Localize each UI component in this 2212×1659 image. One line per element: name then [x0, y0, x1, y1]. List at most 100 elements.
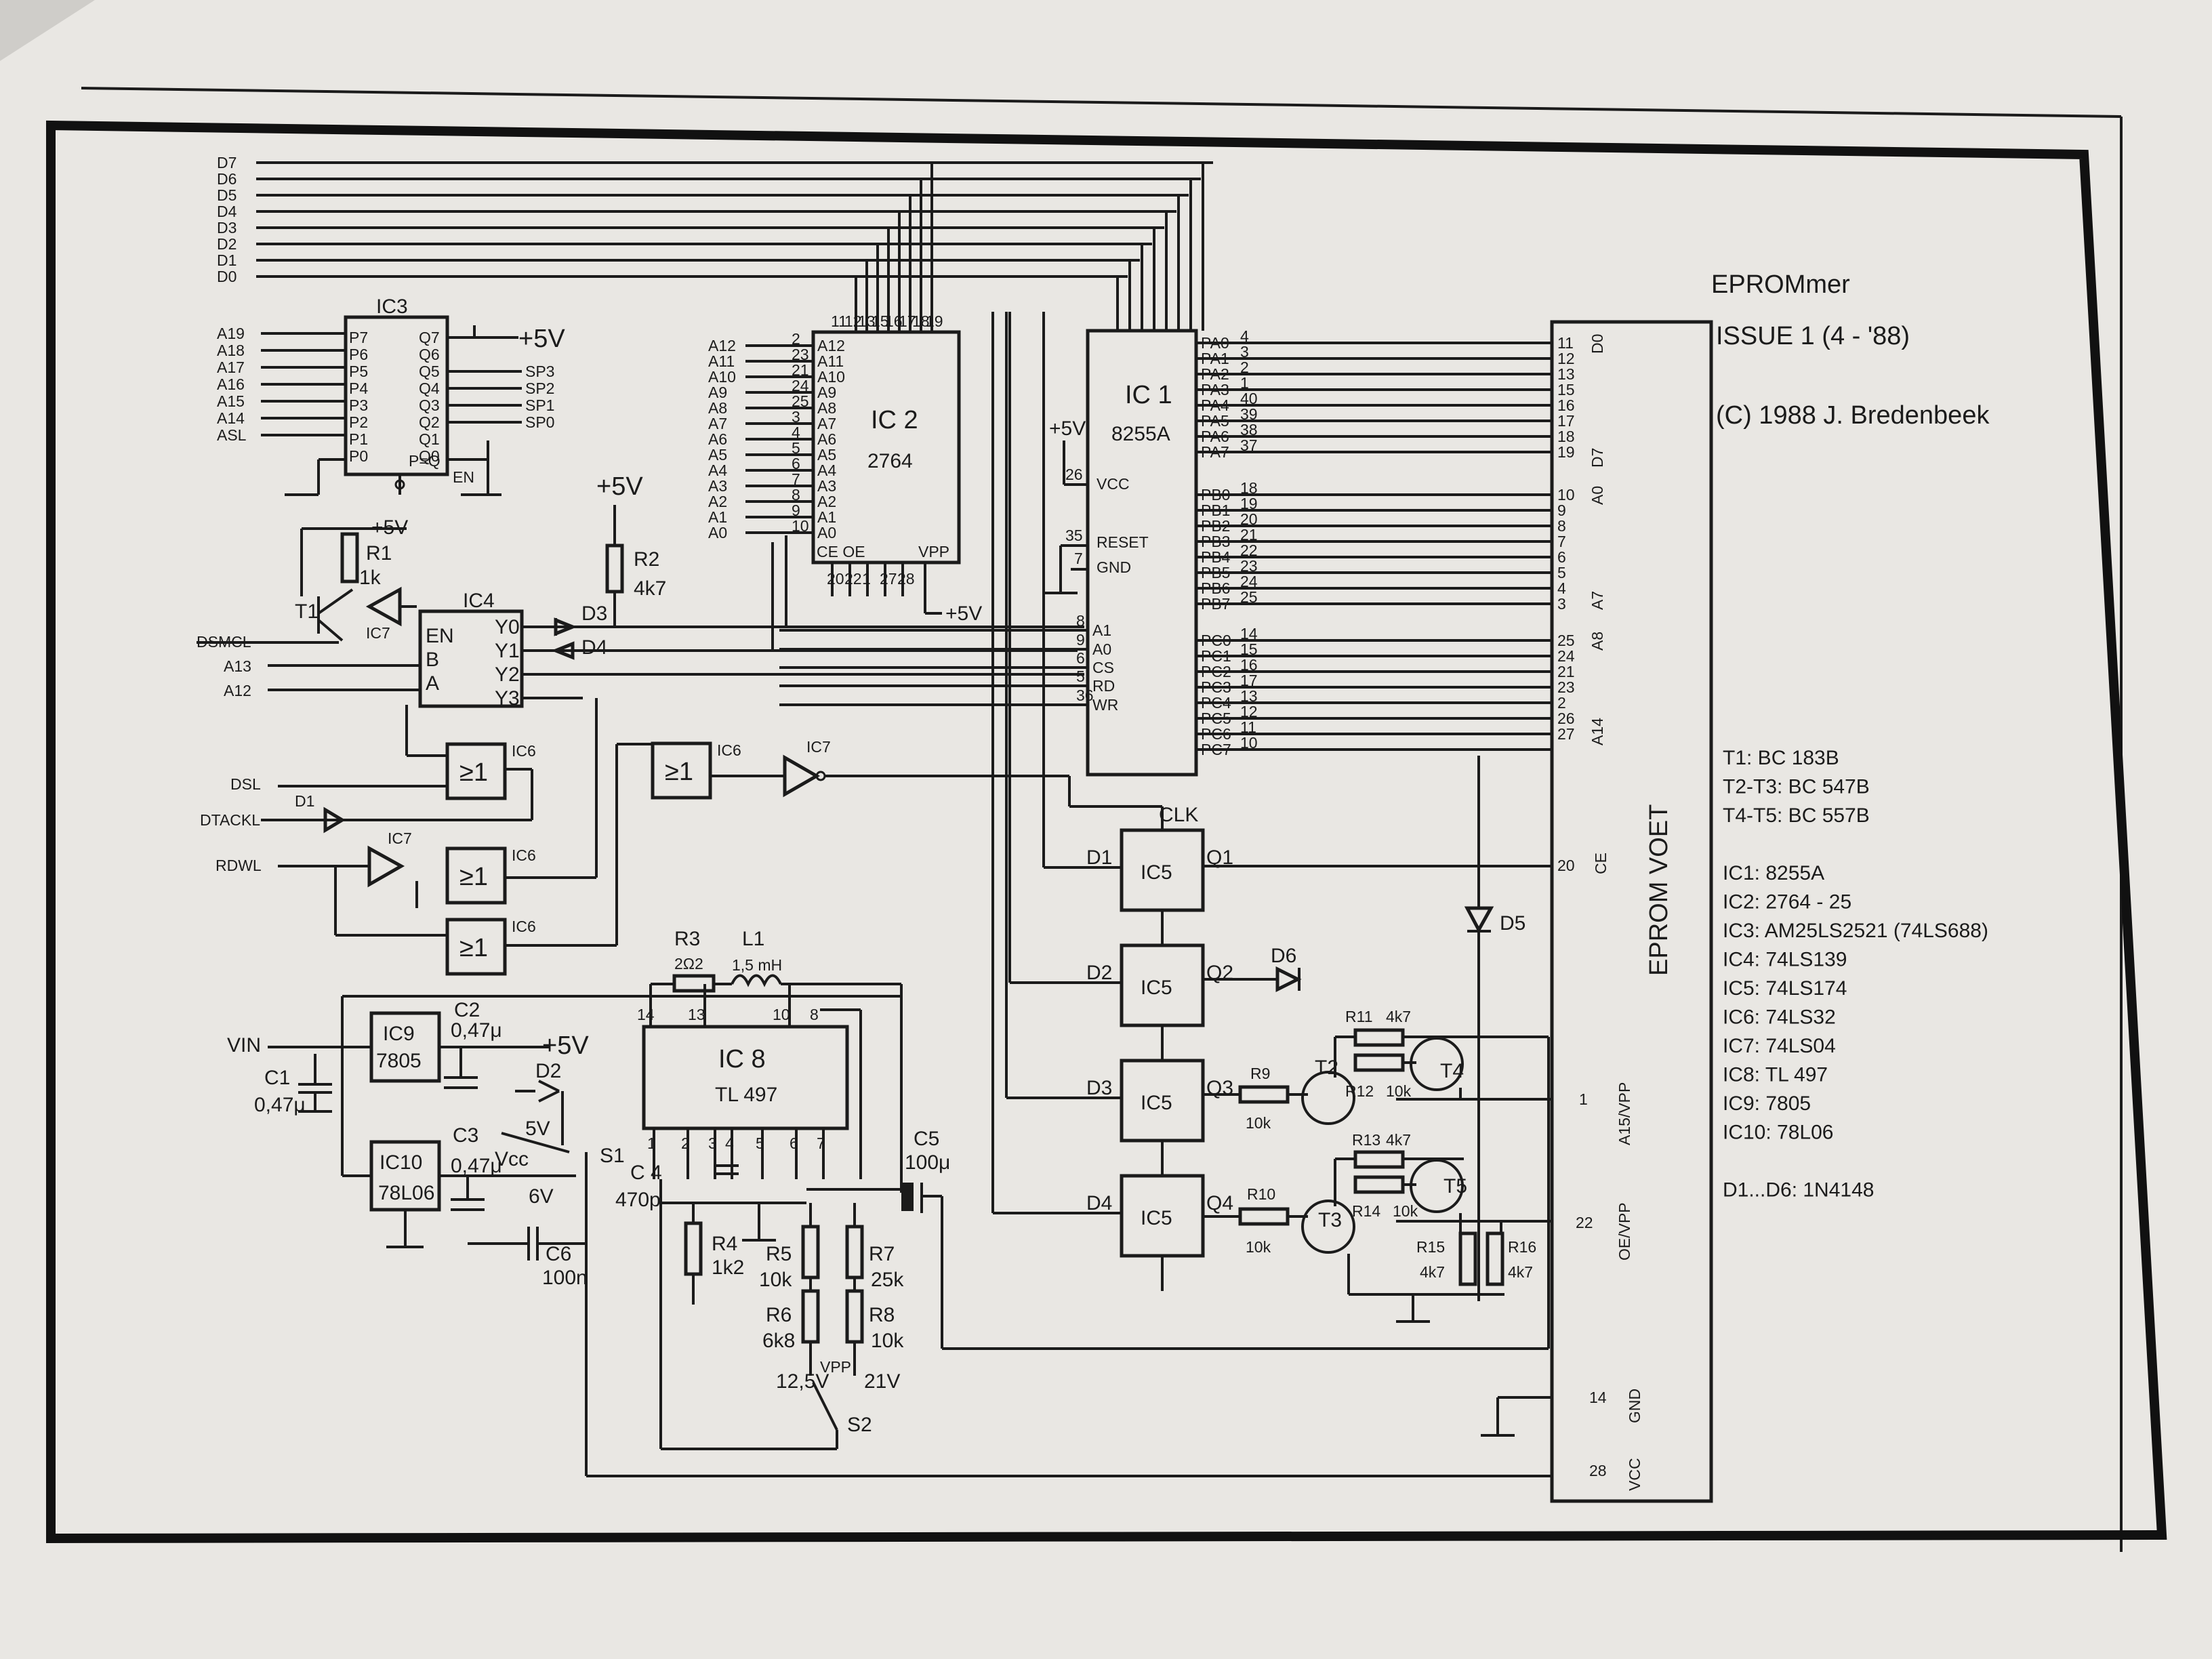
c1-value: 0,47μ: [254, 1094, 306, 1116]
r4-value: 1k2: [712, 1256, 744, 1279]
c3-value: 0,47μ: [451, 1155, 502, 1177]
c4-value: 470p: [615, 1189, 661, 1211]
ic2-addr-pin: 21: [792, 361, 809, 379]
ic2-addr-label: A11: [708, 352, 735, 370]
ic2-addr-pin: 25: [792, 392, 809, 410]
ic2-addr-label: A10: [708, 368, 736, 386]
socket-ce-pin: 20: [1557, 857, 1575, 874]
ic1-vcc-label: VCC: [1097, 475, 1130, 493]
t2-transistor: [1301, 1071, 1355, 1125]
r13-value: 4k7: [1386, 1131, 1411, 1149]
socket-oe-pin: 22: [1576, 1214, 1593, 1231]
ic2-addr-pin: 23: [792, 346, 809, 363]
s2-switch: [812, 1382, 838, 1431]
ic1-label: IC 1: [1125, 381, 1172, 409]
ic3-q-pin: Q4: [419, 380, 440, 397]
parts-list-item: IC9: 7805: [1723, 1092, 1811, 1115]
ic1-ctl-label: CS: [1092, 659, 1114, 676]
s1-6v-label: 6V: [529, 1185, 554, 1208]
r5-label: R5: [766, 1243, 792, 1265]
ic1-ctl-label: WR: [1092, 696, 1118, 714]
eprom-socket-box: [1550, 320, 1713, 1503]
data-bus-label-d0: D0: [217, 268, 237, 285]
ic3-box: [344, 315, 449, 476]
ic3-q-pin: Q1: [419, 430, 440, 448]
ic2-addr-label: A5: [708, 446, 727, 464]
c2-label: C2: [454, 999, 480, 1021]
r12-value: 10k: [1386, 1082, 1412, 1100]
ic5-q-label: Q2: [1206, 962, 1233, 984]
r13-label: R13: [1352, 1131, 1380, 1149]
c6-value: 100n: [542, 1267, 588, 1289]
ic8-top-pin: 8: [810, 1006, 819, 1023]
ic3-input-label: A19: [217, 325, 245, 342]
t1-label: T1: [295, 600, 319, 623]
r11-value: 4k7: [1386, 1008, 1411, 1025]
eprom-socket-label: EPROM VOET: [1645, 804, 1673, 976]
ic2-addr-inner: A11: [817, 352, 844, 370]
dtackl-label: DTACKL: [200, 811, 260, 829]
socket-a7-label: A7: [1589, 591, 1606, 610]
ic2-addr-label: A9: [708, 384, 727, 401]
data-bus-label-d2: D2: [217, 235, 237, 253]
ic2-data-pin: 16: [885, 312, 903, 330]
t4-label: T4: [1440, 1060, 1464, 1082]
r9-value: 10k: [1246, 1114, 1271, 1132]
paper-corner: [0, 0, 95, 61]
socket-pin: 5: [1557, 564, 1566, 581]
ic3-q-pin: Q2: [419, 413, 440, 431]
d3-label: D3: [581, 602, 607, 625]
ic4-output-pin: Y3: [495, 687, 520, 710]
ic3-label: IC3: [376, 295, 408, 318]
ic3-q-pin: Q6: [419, 346, 440, 363]
r7-label: R7: [869, 1243, 895, 1265]
c5-label: C5: [914, 1128, 939, 1150]
ic2-addr-pin: 8: [792, 486, 800, 504]
ic7-label-c: IC7: [388, 830, 412, 847]
ic2-addr-inner: A5: [817, 446, 836, 464]
parts-list-item: T2-T3: BC 547B: [1723, 776, 1870, 798]
psu-vcc-label: Vcc: [495, 1148, 529, 1170]
parts-list-item: IC3: AM25LS2521 (74LS688): [1723, 920, 1988, 942]
ic2-addr-label: A1: [708, 508, 727, 526]
ic1-pa-pin: 4: [1240, 327, 1249, 345]
ic1-gnd-label: GND: [1097, 558, 1131, 576]
ic4-input-pin: EN: [426, 625, 454, 647]
s2-vpp-label: VPP: [820, 1358, 851, 1376]
c4-label: C 4: [630, 1162, 662, 1184]
ic2-addr-label: A7: [708, 415, 727, 432]
ic2-addr-label: A6: [708, 430, 727, 448]
page-top-rule: [81, 87, 2122, 118]
d6-label: D6: [1271, 945, 1296, 967]
ic2-addr-inner: A3: [817, 477, 836, 495]
socket-pin: 27: [1557, 725, 1575, 743]
c6-label: C6: [546, 1243, 571, 1265]
r11-label: R11: [1345, 1008, 1373, 1025]
wire: [538, 1080, 560, 1092]
ic6-gate-a-label: IC6: [512, 742, 536, 760]
socket-pin: 19: [1557, 443, 1575, 461]
ic2-addr-inner: A12: [817, 337, 845, 354]
ic5-q-label: Q4: [1206, 1192, 1233, 1214]
ic5-q-label: Q3: [1206, 1077, 1233, 1099]
power-supply-section: VINIC97805IC1078L06C10,47μC20,47μ+5VD25V…: [227, 995, 901, 1476]
r15-label: R15: [1416, 1238, 1445, 1256]
socket-pin: 12: [1557, 350, 1575, 367]
ic1-pa-pin: 1: [1240, 374, 1249, 392]
ic5-clk-label: CLK: [1159, 804, 1198, 826]
ic7-label-b: IC7: [806, 738, 831, 756]
socket-pin: 16: [1557, 396, 1575, 414]
data-bus-label-d4: D4: [217, 203, 237, 220]
data-bus-label-d5: D5: [217, 186, 237, 204]
c5-value: 100μ: [905, 1151, 950, 1174]
ic2-addr-label: A0: [708, 524, 727, 541]
ic1-box: [1086, 329, 1198, 777]
ic3-p-pin: P5: [349, 363, 368, 380]
r8-value: 10k: [871, 1330, 904, 1352]
s2-21v-label: 21V: [864, 1370, 900, 1393]
ic3-p-pin: P0: [349, 447, 368, 465]
